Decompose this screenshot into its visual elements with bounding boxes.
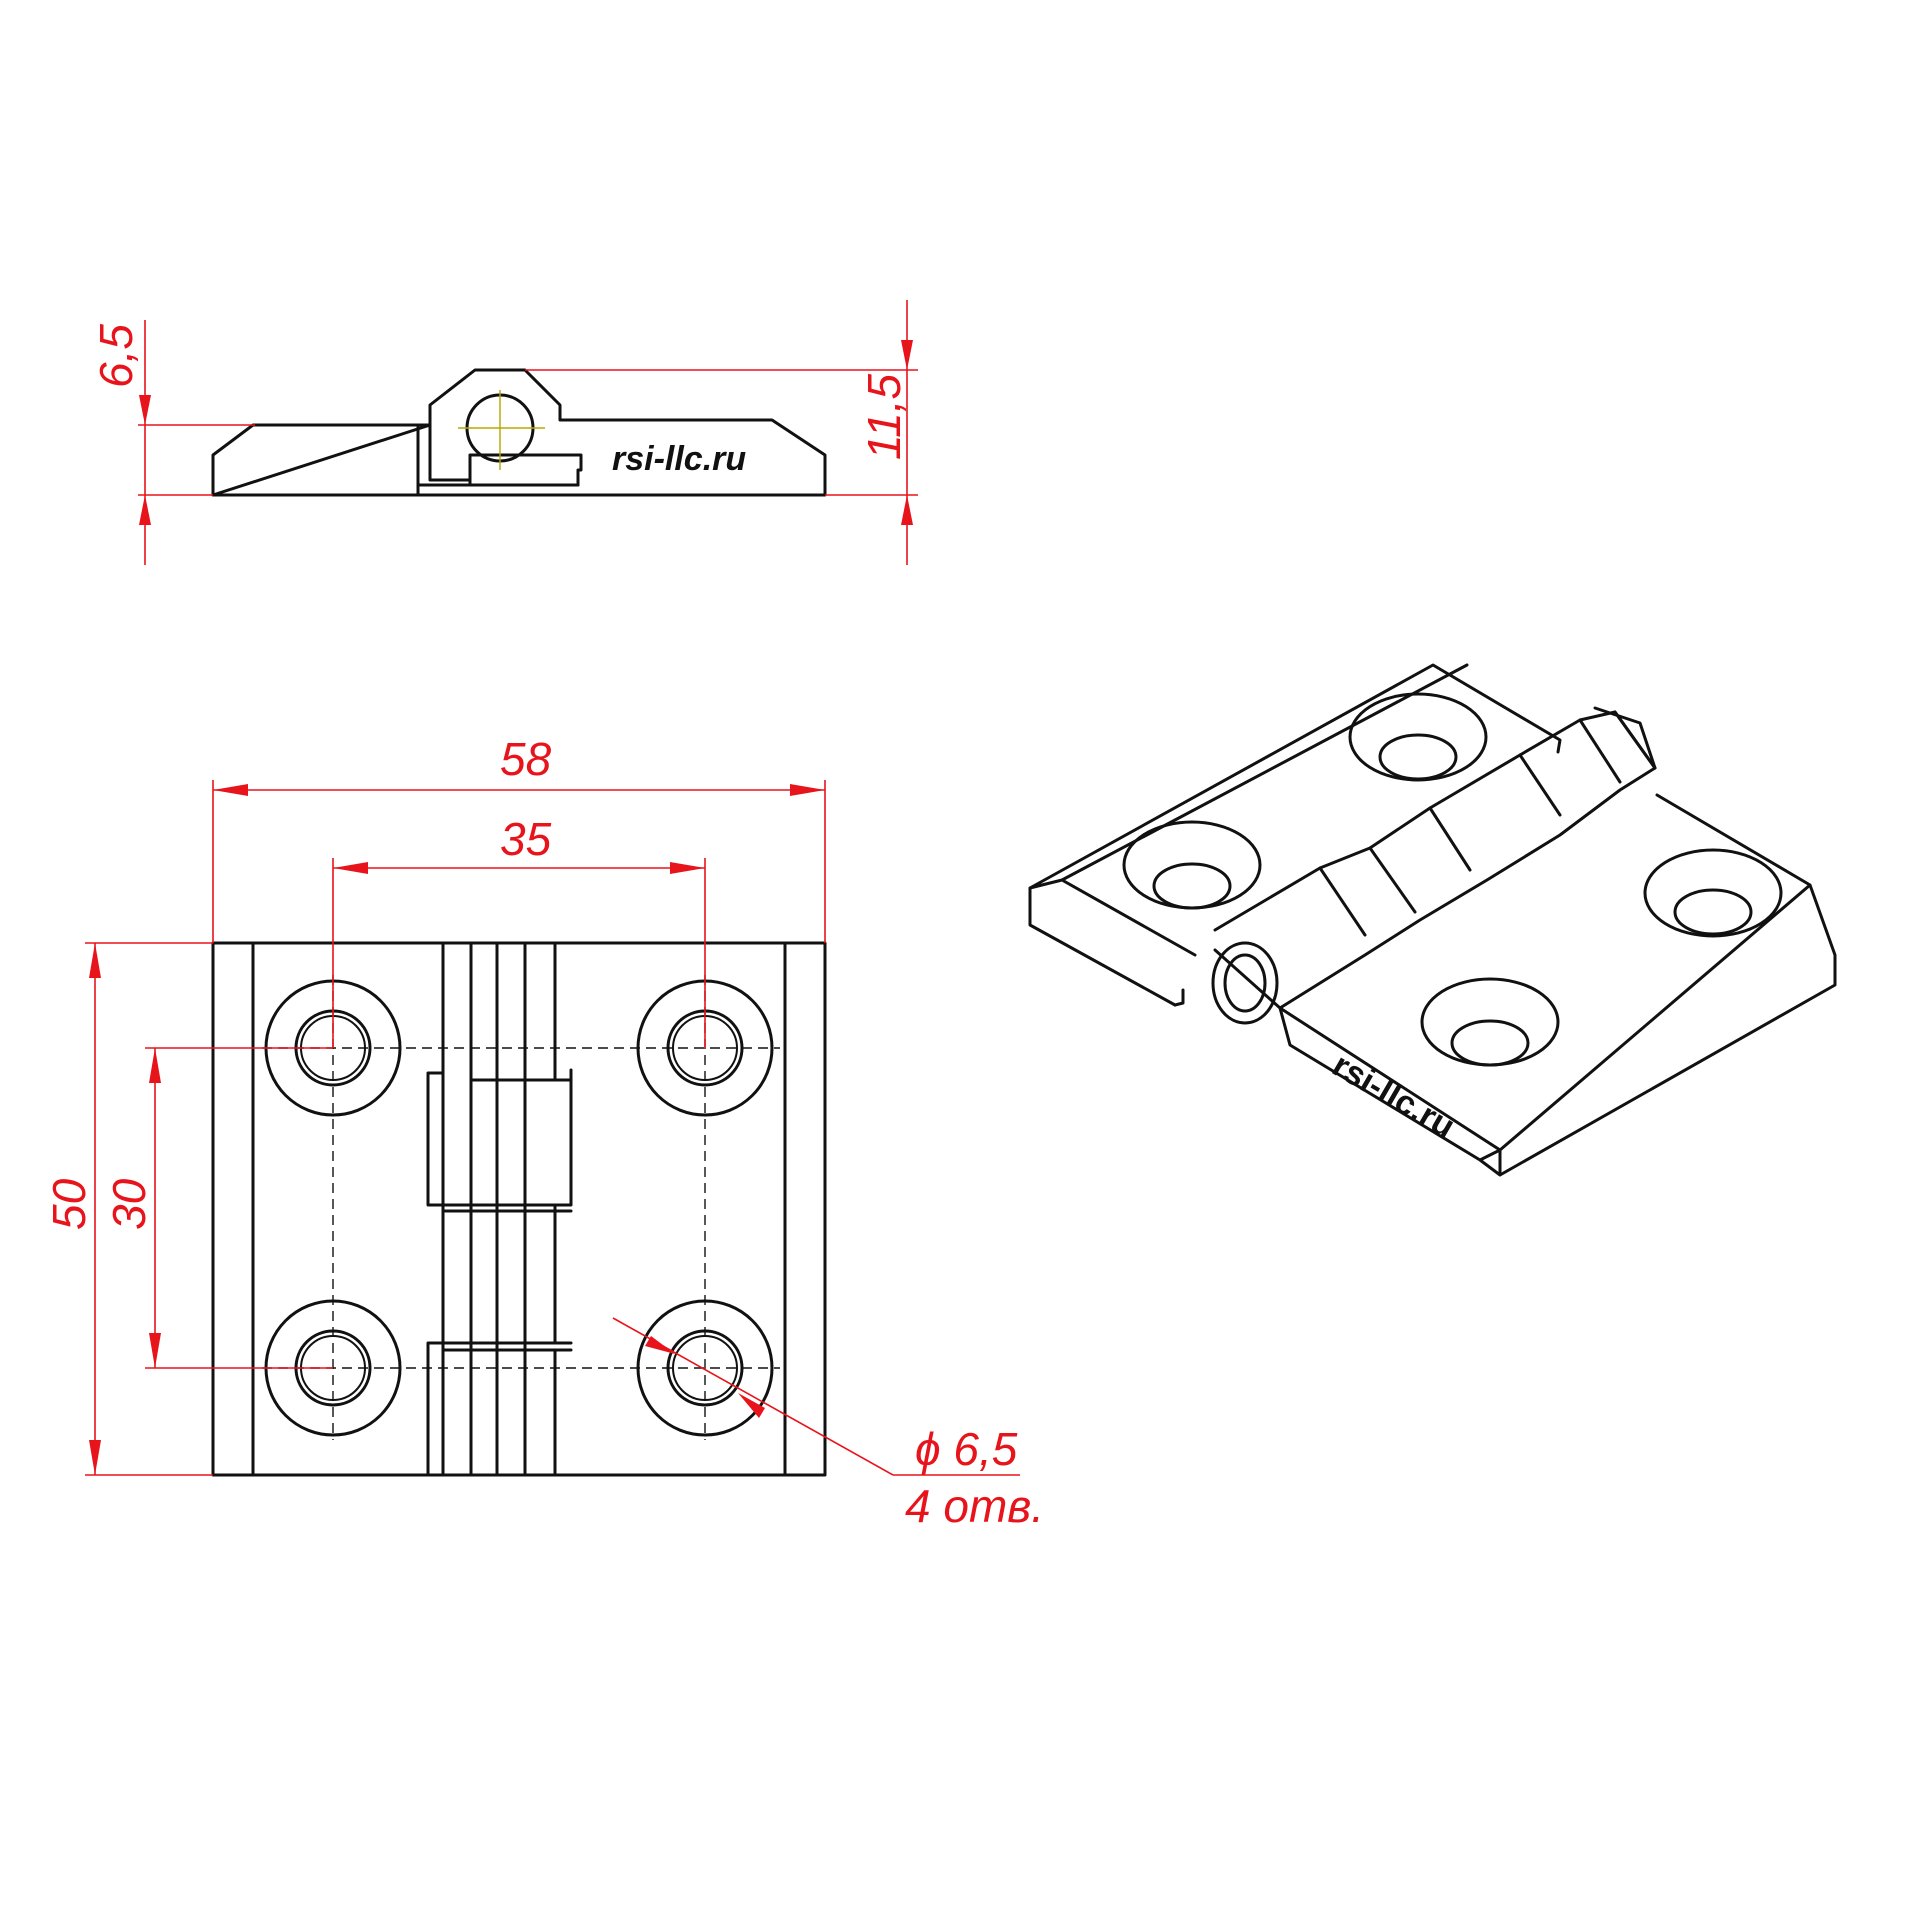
dim-plate-thickness: 6,5: [90, 324, 142, 388]
dim-hole-spacing-y: 30: [103, 1178, 155, 1230]
dim-total-height: 11,5: [858, 373, 910, 460]
dim-hole-spacing-x: 35: [500, 813, 552, 865]
side-view-brand: rsi-llc.ru: [612, 440, 746, 478]
iso-left-leaf: [1028, 663, 1562, 1007]
side-view-outline: [211, 368, 827, 497]
iso-brand: rsi-llc.ru: [1326, 1046, 1461, 1146]
dim-overall-width: 58: [500, 733, 552, 785]
dim-hole-count: 4 отв.: [905, 1480, 1044, 1532]
top-view: 58 35 50 30 ϕ 6,5 4 отв.: [43, 733, 1044, 1532]
dim-overall-height: 50: [43, 1178, 95, 1230]
dim-hole-diameter: ϕ 6,5: [915, 1423, 1018, 1475]
top-view-outline: [211, 941, 827, 1477]
side-view: rsi-llc.ru 6,5 11,5: [90, 300, 918, 565]
iso-knuckle: [1213, 710, 1657, 1010]
top-view-knuckle: [426, 941, 573, 1477]
iso-view: rsi-llc.ru: [1028, 663, 1837, 1177]
iso-pin-hole: [1211, 941, 1279, 1025]
iso-right-leaf: [1278, 793, 1837, 1177]
